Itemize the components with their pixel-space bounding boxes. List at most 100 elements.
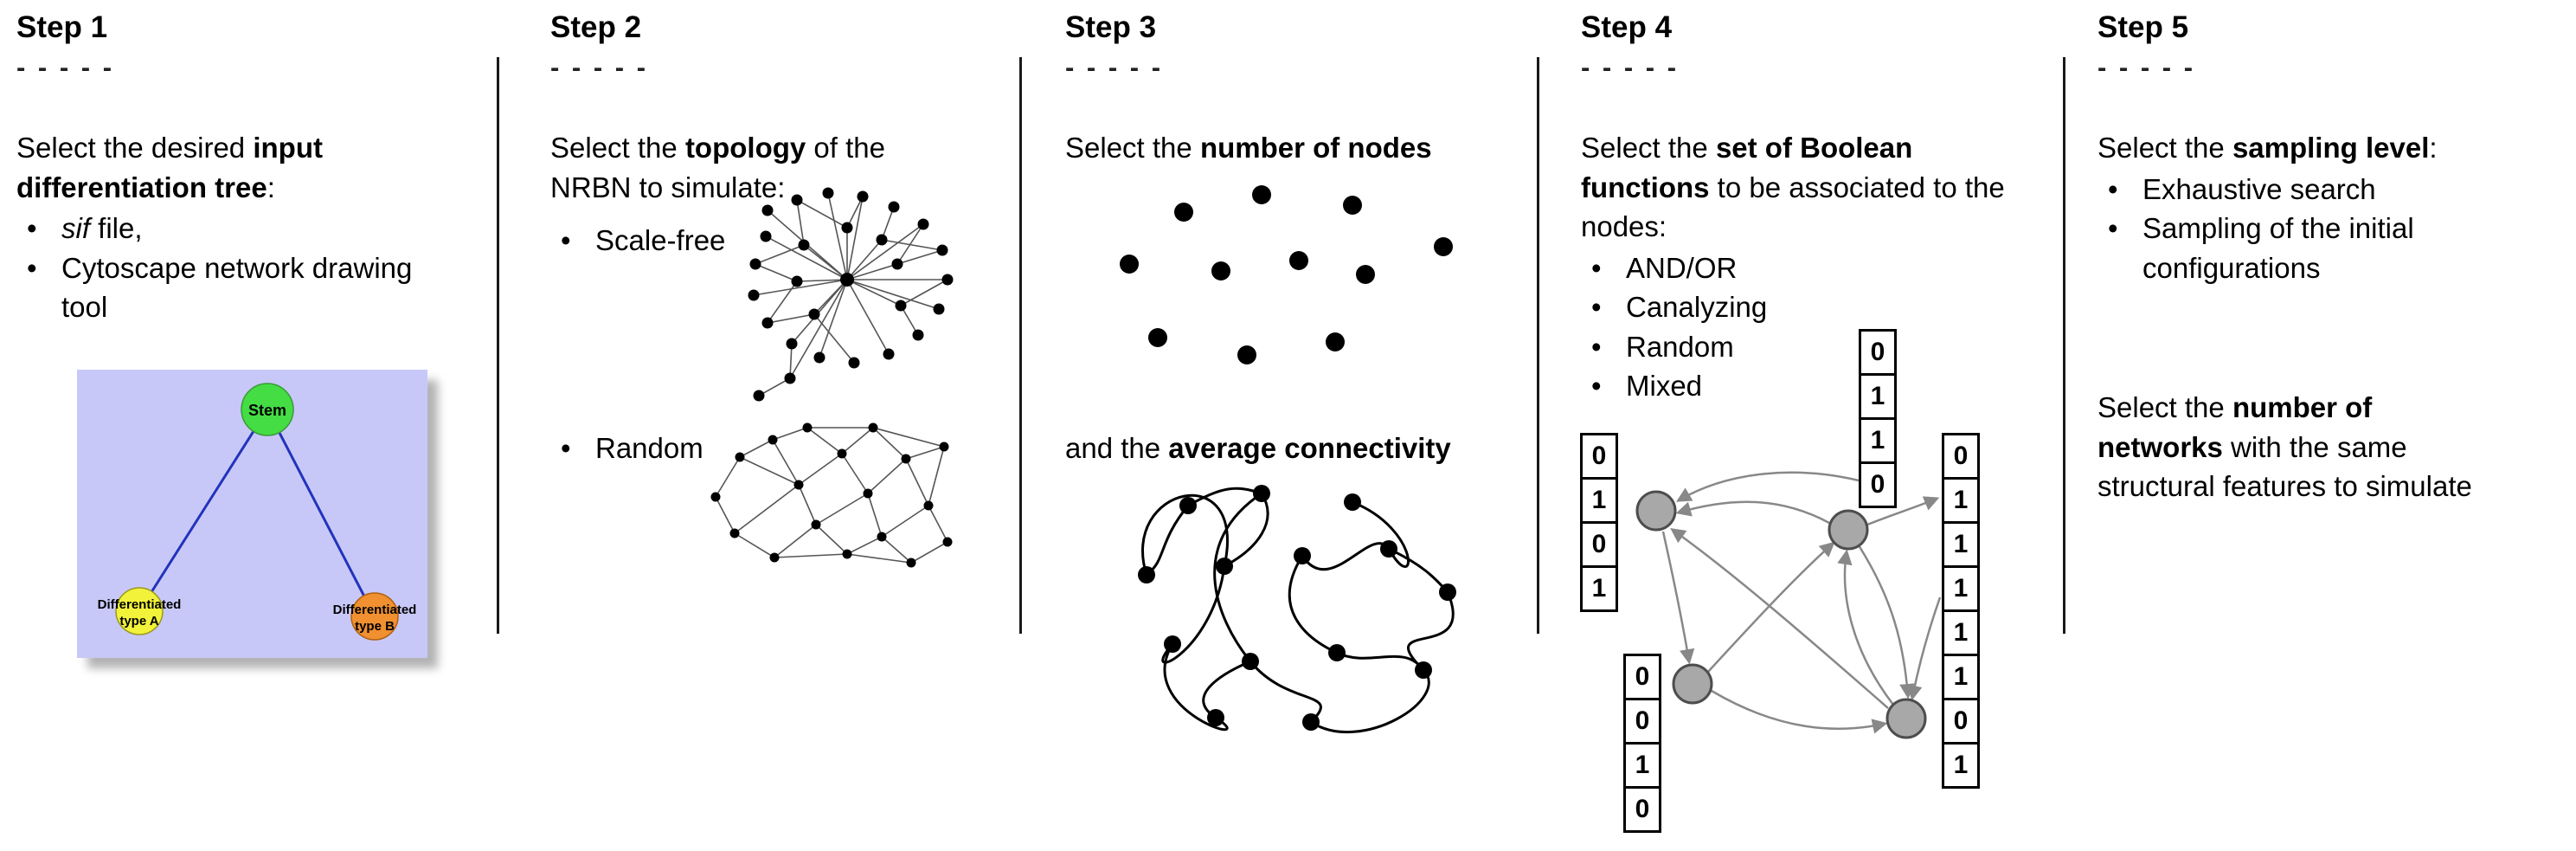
bullet-label: Scale-free <box>595 224 726 256</box>
step-paragraph-2: Select the number of networks with the s… <box>2097 391 2472 503</box>
scale-free-network-figure <box>748 187 954 402</box>
table-cell: 0 <box>1623 698 1661 745</box>
network-node <box>1635 490 1677 532</box>
stem-node <box>241 383 294 436</box>
tree-edges <box>138 409 376 617</box>
table-cell: 1 <box>1859 417 1897 464</box>
column-divider <box>1537 57 1539 634</box>
network-nodes <box>1635 490 1927 739</box>
bullet-marker: • <box>1591 291 1602 324</box>
list-item: • Cytoscape network drawing tool <box>16 248 462 327</box>
network-edges <box>1661 471 1942 734</box>
step-text: Select the desired input differentiation… <box>16 128 462 327</box>
scatter-dots <box>1120 185 1453 364</box>
boolean-table-bottom-left: 0 0 1 0 <box>1623 654 1661 833</box>
network-nodes <box>1138 485 1456 731</box>
list-item: • Canalyzing <box>1581 287 2018 327</box>
stem-label: Stem <box>248 402 286 419</box>
bullet-list: • sif file, • Cytoscape network drawing … <box>16 209 462 327</box>
step-title: Step 3 <box>1065 10 1157 44</box>
step-text: • Scale-free <box>550 221 961 261</box>
differentiation-tree-svg: Stem Differentiated type A Differentiate… <box>77 370 427 658</box>
bullet-marker: • <box>1591 330 1602 363</box>
bullet-label: Exhaustive search <box>2142 172 2376 205</box>
step-2-column: Step 2 - - - - - Select the topology of … <box>497 0 1019 851</box>
type-b-label-line2: type B <box>355 619 395 634</box>
list-item: • Exhaustive search <box>2097 170 2504 210</box>
step-intro: Select the sampling level: <box>2097 132 2438 164</box>
list-item: • Scale-free <box>550 221 961 261</box>
bullet-label: Mixed <box>1626 370 1703 403</box>
step-title: Step 2 <box>550 10 642 44</box>
table-cell: 1 <box>1942 654 1980 700</box>
bullet-marker: • <box>2108 172 2118 205</box>
step-text: Select the set of Boolean functions to b… <box>1581 128 2018 406</box>
list-item: • sif file, <box>16 209 462 248</box>
dashed-separator: - - - - - <box>2097 52 2196 82</box>
type-a-label-line2: type A <box>119 614 158 629</box>
table-cell: 1 <box>1942 521 1980 568</box>
table-cell: 1 <box>1942 609 1980 656</box>
network-nodes <box>748 187 954 402</box>
step-title: Step 1 <box>16 10 108 44</box>
bullet-label: AND/OR <box>1626 251 1738 284</box>
step-intro: Select the topology of the NRBN to simul… <box>550 132 885 203</box>
table-cell: 0 <box>1942 698 1980 745</box>
column-divider <box>2063 57 2065 634</box>
step-1-column: Step 1 - - - - - Select the desired inpu… <box>0 0 497 851</box>
network-node <box>1672 663 1713 705</box>
bullet-marker: • <box>27 251 37 284</box>
bullet-marker: • <box>561 224 571 256</box>
step-intro-2: and the average connectivity <box>1065 432 1451 464</box>
connectivity-network-figure <box>1138 485 1456 733</box>
type-a-node <box>115 587 164 635</box>
edge-stem-to-a <box>138 409 269 612</box>
bullet-marker: • <box>1591 251 1602 284</box>
step-text: • Random <box>550 429 961 468</box>
step-text: Select the sampling level: • Exhaustive … <box>2097 128 2504 287</box>
table-cell: 1 <box>1942 742 1980 789</box>
network-node <box>1828 509 1869 551</box>
differentiation-tree-figure: Stem Differentiated type A Differentiate… <box>77 370 427 658</box>
step-intro: Select the desired input differentiation… <box>16 132 323 203</box>
boolean-network-figure <box>1635 471 1942 739</box>
random-network-figure <box>710 422 953 568</box>
bullet-marker: • <box>561 432 571 464</box>
table-cell: 1 <box>1942 565 1980 612</box>
list-item: • Random <box>550 429 961 468</box>
bullet-label: Random <box>595 432 703 464</box>
dashed-separator: - - - - - <box>550 52 649 82</box>
step-title: Step 4 <box>1581 10 1673 44</box>
bullet-marker: • <box>27 212 37 245</box>
table-cell: 1 <box>1580 477 1618 524</box>
step-5-column: Step 5 - - - - - Select the sampling lev… <box>2063 0 2576 851</box>
bullet-list: • Exhaustive search • Sampling of the in… <box>2097 170 2504 288</box>
network-edges <box>1141 487 1455 733</box>
network-nodes <box>710 422 953 568</box>
bullet-label: sif file, <box>61 212 143 245</box>
table-cell: 1 <box>1859 373 1897 420</box>
edge-stem-to-b <box>266 409 376 617</box>
table-cell: 0 <box>1623 654 1661 700</box>
network-node <box>1885 698 1927 739</box>
list-item: • Random <box>1581 327 2018 367</box>
network-edges <box>715 427 948 564</box>
bullet-marker: • <box>2108 212 2118 245</box>
dashed-separator: - - - - - <box>1065 52 1164 82</box>
bullet-label: Cytoscape network drawing tool <box>61 251 413 324</box>
table-cell: 0 <box>1859 461 1897 508</box>
column-divider <box>497 57 499 634</box>
column-divider <box>1019 57 1022 634</box>
bullet-label: Canalyzing <box>1626 291 1768 324</box>
network-edges <box>753 192 948 396</box>
bullet-marker: • <box>1591 370 1602 403</box>
boolean-table-left: 0 1 0 1 <box>1580 433 1618 612</box>
table-cell: 1 <box>1623 742 1661 789</box>
table-cell: 1 <box>1580 565 1618 612</box>
nodes-scatter-figure <box>1120 185 1453 364</box>
step-4-column: Step 4 - - - - - Select the set of Boole… <box>1537 0 2063 851</box>
list-item: • Sampling of the initial configurations <box>2097 209 2504 287</box>
step-intro: Select the number of nodes <box>1065 132 1432 164</box>
step-intro: Select the set of Boolean functions to b… <box>1581 132 2005 243</box>
table-cell: 0 <box>1942 433 1980 480</box>
